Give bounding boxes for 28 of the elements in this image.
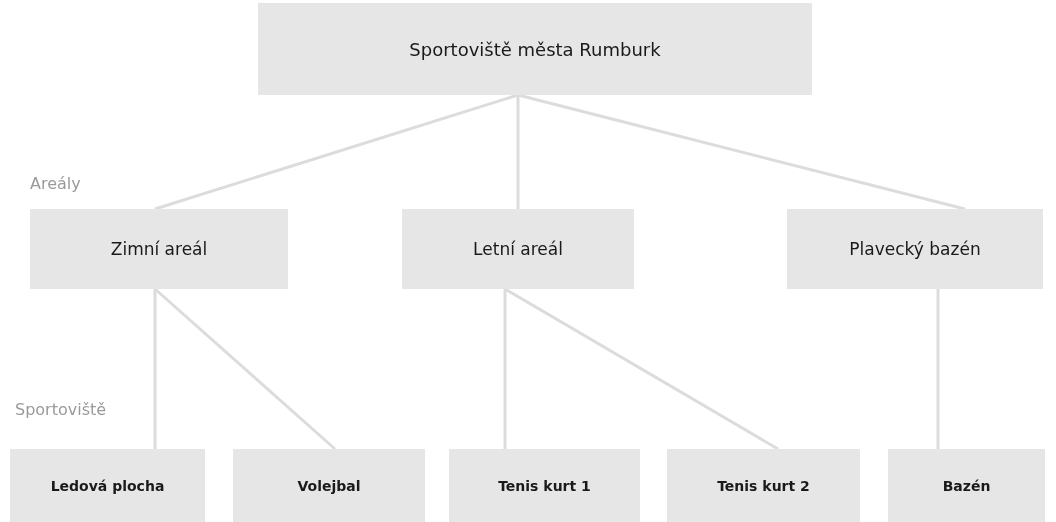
node-label: Zimní areál [110,239,208,259]
facility-box [233,449,425,522]
facility-box [888,449,1045,522]
node-label: Tenis kurt 2 [717,477,810,494]
connector-line [154,287,336,451]
area-box [402,209,634,289]
facility-box [449,449,640,522]
connector-line [153,289,157,449]
area-box [787,209,1043,289]
connector-line [517,93,966,211]
connector-line [516,95,520,209]
node-label: Volejbal [297,477,361,494]
facility-box [667,449,860,522]
node-label: Sportoviště města Rumburk [409,38,661,60]
area-box [30,209,288,289]
node-label: Ledová plocha [50,477,165,494]
connector-line [503,289,507,449]
level-label: Sportoviště [15,400,107,419]
facility-box [10,449,205,522]
node-label: Bazén [942,477,991,494]
connector-line [936,289,940,449]
connector-line [154,93,519,211]
node-label: Plavecký bazén [849,239,981,259]
node-label: Tenis kurt 1 [498,477,591,494]
connector-line [504,287,779,451]
level-label: Areály [30,174,81,193]
node-label: Letní areál [473,239,563,259]
area-box [258,3,812,95]
